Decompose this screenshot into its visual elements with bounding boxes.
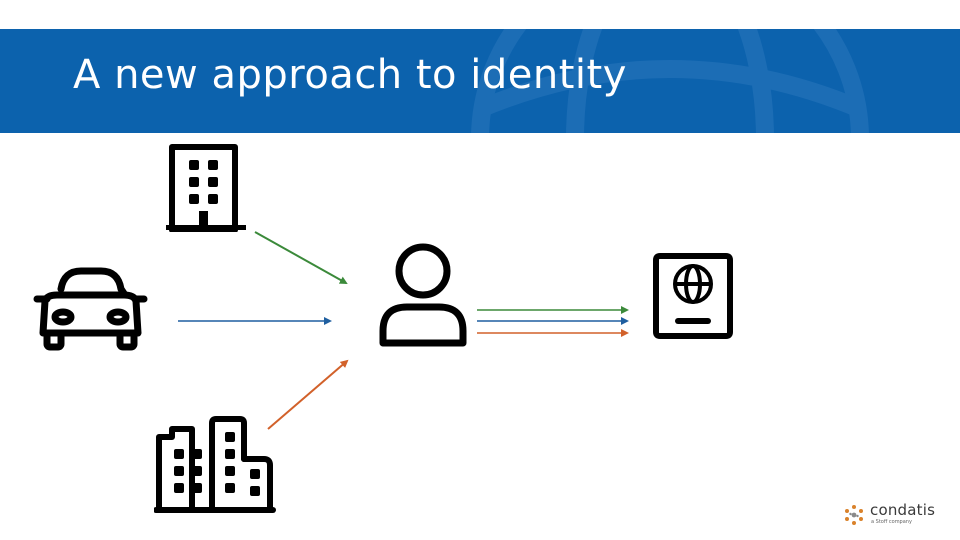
arrow-building-to-person	[254, 231, 348, 284]
title-banner: A new approach to identity	[0, 29, 960, 133]
user-icon	[379, 243, 467, 347]
office-building-icon	[166, 144, 246, 232]
passport-icon	[653, 253, 733, 339]
slide-title: A new approach to identity	[73, 52, 627, 98]
arrow-apartments-to-person	[267, 359, 349, 430]
condatis-logo: condatis a Stoff company	[842, 501, 952, 533]
globe-watermark-icon	[471, 29, 869, 133]
car-icon	[33, 267, 148, 351]
logo-wordmark: condatis	[870, 501, 936, 519]
condatis-logo-mark-icon	[845, 505, 863, 525]
logo-tagline: a Stoff company	[871, 519, 912, 525]
apartment-buildings-icon	[154, 416, 276, 513]
